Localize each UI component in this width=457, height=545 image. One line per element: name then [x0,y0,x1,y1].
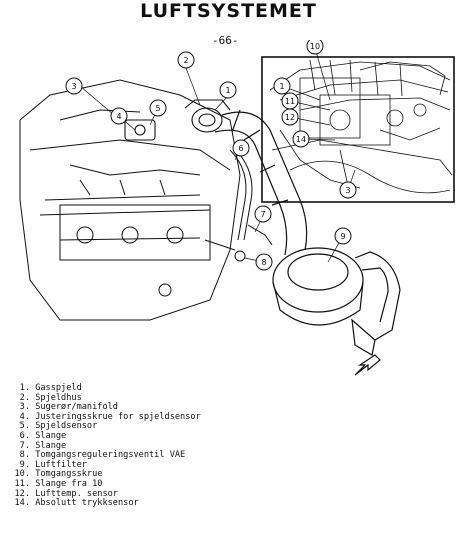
throttle-body [124,99,231,141]
legend-item: 5. Spjeldsensor [19,421,98,432]
legend-item: 10. Tomgangsskrue [14,469,103,480]
legend-item: 2. Spjeldhus [19,392,82,403]
callout-14: 14 [292,130,310,148]
callout-9: 9 [334,227,352,245]
callout-7-label: 7 [260,210,265,219]
callout-10: 10 [306,40,324,55]
legend-item: 6. Slange [19,430,67,441]
legend-item: 12. Lufttemp. sensor [14,488,118,499]
page-title: LUFTSYSTEMET [140,0,317,22]
legend-item: 9. Luftfilter [19,459,87,470]
legend-item: 1. Gasspjeld [19,383,82,393]
callout-2-label: 2 [183,56,188,65]
callout-6: 6 [232,139,250,157]
callout-3-inset: 3 [339,181,357,199]
inset-engine-detail [269,59,453,196]
page-number: -66- [212,34,239,47]
callout-12-label: 12 [285,113,295,122]
engine-block [19,79,241,321]
callout-5: 5 [149,99,167,117]
callout-2: 2 [177,51,195,69]
callout-6-label: 6 [238,144,243,153]
legend-item: 11. Slange fra 10 [14,478,103,489]
legend-item: 4. Justeringsskrue for spjeldsensor [19,411,201,422]
callout-8: 8 [255,253,273,271]
air-filter [272,247,401,356]
callout-12: 12 [281,108,299,126]
callout-14-label: 14 [296,135,306,144]
inset-detail-frame [261,56,455,203]
callout-8-label: 8 [261,258,266,267]
airflow-arrow [354,354,381,376]
callout-1-label: 1 [225,86,230,95]
legend-item: 14. Absolutt trykksensor [14,498,139,509]
legend-item: 8. Tomgangsreguleringsventil VAE [19,450,186,461]
callout-5-label: 5 [155,104,160,113]
parts-legend: 1. Gasspjeld 2. Spjeldhus 3. Sugerør/man… [12,383,201,509]
callout-4-label: 4 [116,112,121,121]
callout-3-inset-label: 3 [345,186,350,195]
callout-markers: 1 2 3 4 5 6 7 8 9 10 11 12 14 1 3 [65,40,357,271]
callout-1-inset: 1 [273,77,291,95]
callout-11-label: 11 [285,97,295,106]
callout-3-label: 3 [71,82,76,91]
callout-9-label: 9 [340,232,345,241]
callout-10-label: 10 [310,42,320,51]
callout-4: 4 [110,107,128,125]
intake-hose [214,109,308,256]
callout-1: 1 [219,81,237,99]
callout-7: 7 [254,205,272,223]
engine-air-system-illustration: 1 2 3 4 5 6 7 8 9 10 11 12 14 1 3 [19,40,455,376]
legend-item: 7. Slange [19,440,67,451]
callout-3: 3 [65,77,83,95]
callout-11: 11 [281,92,299,110]
callout-1-inset-label: 1 [279,82,284,91]
legend-item: 3. Sugerør/manifold [19,402,118,413]
